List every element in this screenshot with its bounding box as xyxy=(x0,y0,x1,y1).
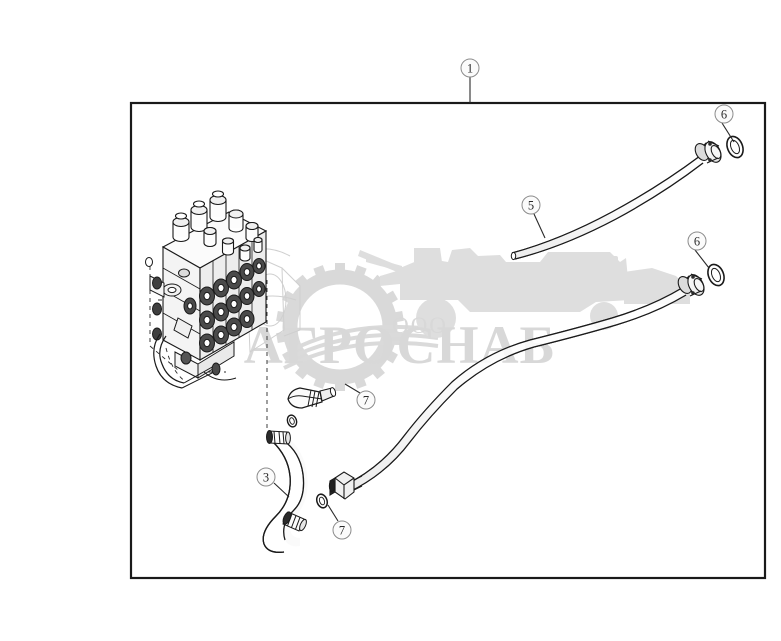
leader-6-upper xyxy=(721,122,735,143)
callout-1-label: 1 xyxy=(467,62,473,76)
callout-6-lower-label: 6 xyxy=(694,235,700,249)
callout-6-lower[interactable]: 6 xyxy=(687,231,707,251)
callout-3[interactable]: 3 xyxy=(256,467,276,487)
callout-7-upper-label: 7 xyxy=(363,394,369,408)
o-ring-seal-upper xyxy=(726,135,744,159)
valve-spool xyxy=(172,212,190,243)
leader-7-lower xyxy=(327,504,339,522)
callout-6-upper-label: 6 xyxy=(721,108,727,122)
s-shaped-hydraulic-hose xyxy=(262,430,308,553)
callout-6-upper[interactable]: 6 xyxy=(714,104,734,124)
o-ring-seal-small-lower xyxy=(315,493,329,509)
drawing-frame xyxy=(129,101,767,580)
lower-tube-hex-nut xyxy=(328,471,363,500)
upper-flange-fitting xyxy=(694,140,722,164)
lower-hydraulic-tube xyxy=(344,287,687,493)
watermark-prefix: ООО xyxy=(392,313,448,338)
callout-leaders xyxy=(273,77,735,522)
hose-end-fitting-upper xyxy=(287,387,337,409)
callout-7-lower-label: 7 xyxy=(339,524,345,538)
callout-5-label: 5 xyxy=(528,199,534,213)
lower-flange-fitting xyxy=(677,273,705,297)
leader-6-lower xyxy=(694,249,710,269)
callout-7-upper[interactable]: 7 xyxy=(356,390,376,410)
combine-harvester-icon xyxy=(358,248,690,338)
hydraulic-control-valve-block xyxy=(145,190,301,428)
field-swoosh-icon xyxy=(283,324,439,370)
leader-5 xyxy=(533,213,546,239)
leader-7-upper xyxy=(344,383,361,394)
callout-7-lower[interactable]: 7 xyxy=(332,520,352,540)
watermark-company-name: АГРОСНАБ xyxy=(244,315,556,375)
agrosnab-watermark: ООО АГРОСНАБ xyxy=(244,248,690,391)
callout-1[interactable]: 1 xyxy=(460,58,480,78)
callout-5[interactable]: 5 xyxy=(521,195,541,215)
o-ring-seal-lower xyxy=(707,263,725,287)
callout-3-label: 3 xyxy=(263,471,269,485)
o-ring-seal-small-upper xyxy=(286,414,298,428)
leader-3 xyxy=(273,482,290,498)
upper-hydraulic-tube xyxy=(510,155,704,261)
